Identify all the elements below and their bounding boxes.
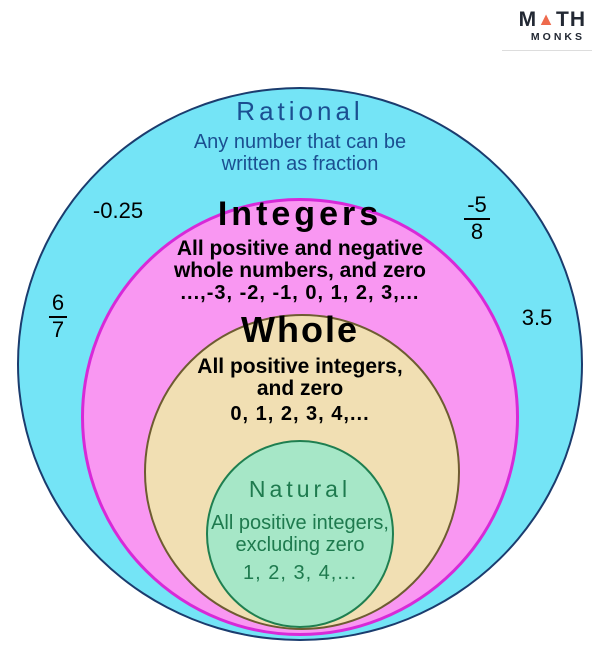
integers-description-line2: whole numbers, and zero bbox=[173, 259, 427, 282]
example-positive-decimal: 3.5 bbox=[521, 305, 553, 330]
whole-description-line1: All positive integers, bbox=[197, 355, 403, 378]
integers-sequence: ...,-3, -2, -1, 0, 1, 2, 3,... bbox=[180, 282, 420, 304]
fraction-denominator: 8 bbox=[470, 219, 484, 244]
natural-set-circle bbox=[206, 440, 394, 628]
fraction-denominator: 7 bbox=[51, 317, 65, 342]
logo-wordmark: M▲TH bbox=[519, 9, 586, 31]
whole-description-line2: and zero bbox=[256, 377, 344, 400]
natural-description: All positive integers, excluding zero bbox=[160, 512, 440, 556]
example-fraction-six-sevenths: 6 7 bbox=[28, 291, 88, 342]
integers-title: Integers bbox=[217, 195, 383, 233]
logo-divider bbox=[502, 50, 592, 51]
integers-description: All positive and negative whole numbers,… bbox=[100, 238, 500, 282]
natural-description-line1: All positive integers, bbox=[211, 512, 389, 534]
rational-description-line2: written as fraction bbox=[221, 153, 379, 175]
natural-description-line2: excluding zero bbox=[235, 534, 365, 556]
whole-description: All positive integers, and zero bbox=[120, 356, 480, 400]
fraction: 6 7 bbox=[48, 291, 68, 342]
fraction: -5 8 bbox=[464, 193, 490, 244]
integers-description-line1: All positive and negative bbox=[176, 237, 424, 260]
example-negative-decimal: -0.25 bbox=[92, 198, 144, 223]
whole-title: Whole bbox=[241, 309, 359, 350]
logo-letter-m: M bbox=[518, 8, 538, 31]
math-monks-logo: M▲TH MONKS bbox=[519, 9, 586, 44]
natural-title: Natural bbox=[248, 476, 352, 502]
fraction-numerator: -5 bbox=[464, 193, 490, 220]
natural-sequence: 1, 2, 3, 4,... bbox=[242, 562, 358, 584]
fraction-numerator: 6 bbox=[48, 291, 68, 318]
rational-title: Rational bbox=[236, 96, 364, 126]
rational-description-line1: Any number that can be bbox=[193, 131, 407, 153]
whole-sequence: 0, 1, 2, 3, 4,... bbox=[230, 403, 370, 425]
logo-triangle-icon: ▲ bbox=[537, 9, 556, 29]
rational-description: Any number that can be written as fracti… bbox=[100, 131, 500, 175]
logo-letters-th: TH bbox=[556, 8, 586, 31]
logo-subtitle: MONKS bbox=[530, 31, 585, 43]
example-fraction-negative-five-eighths: -5 8 bbox=[447, 193, 507, 244]
